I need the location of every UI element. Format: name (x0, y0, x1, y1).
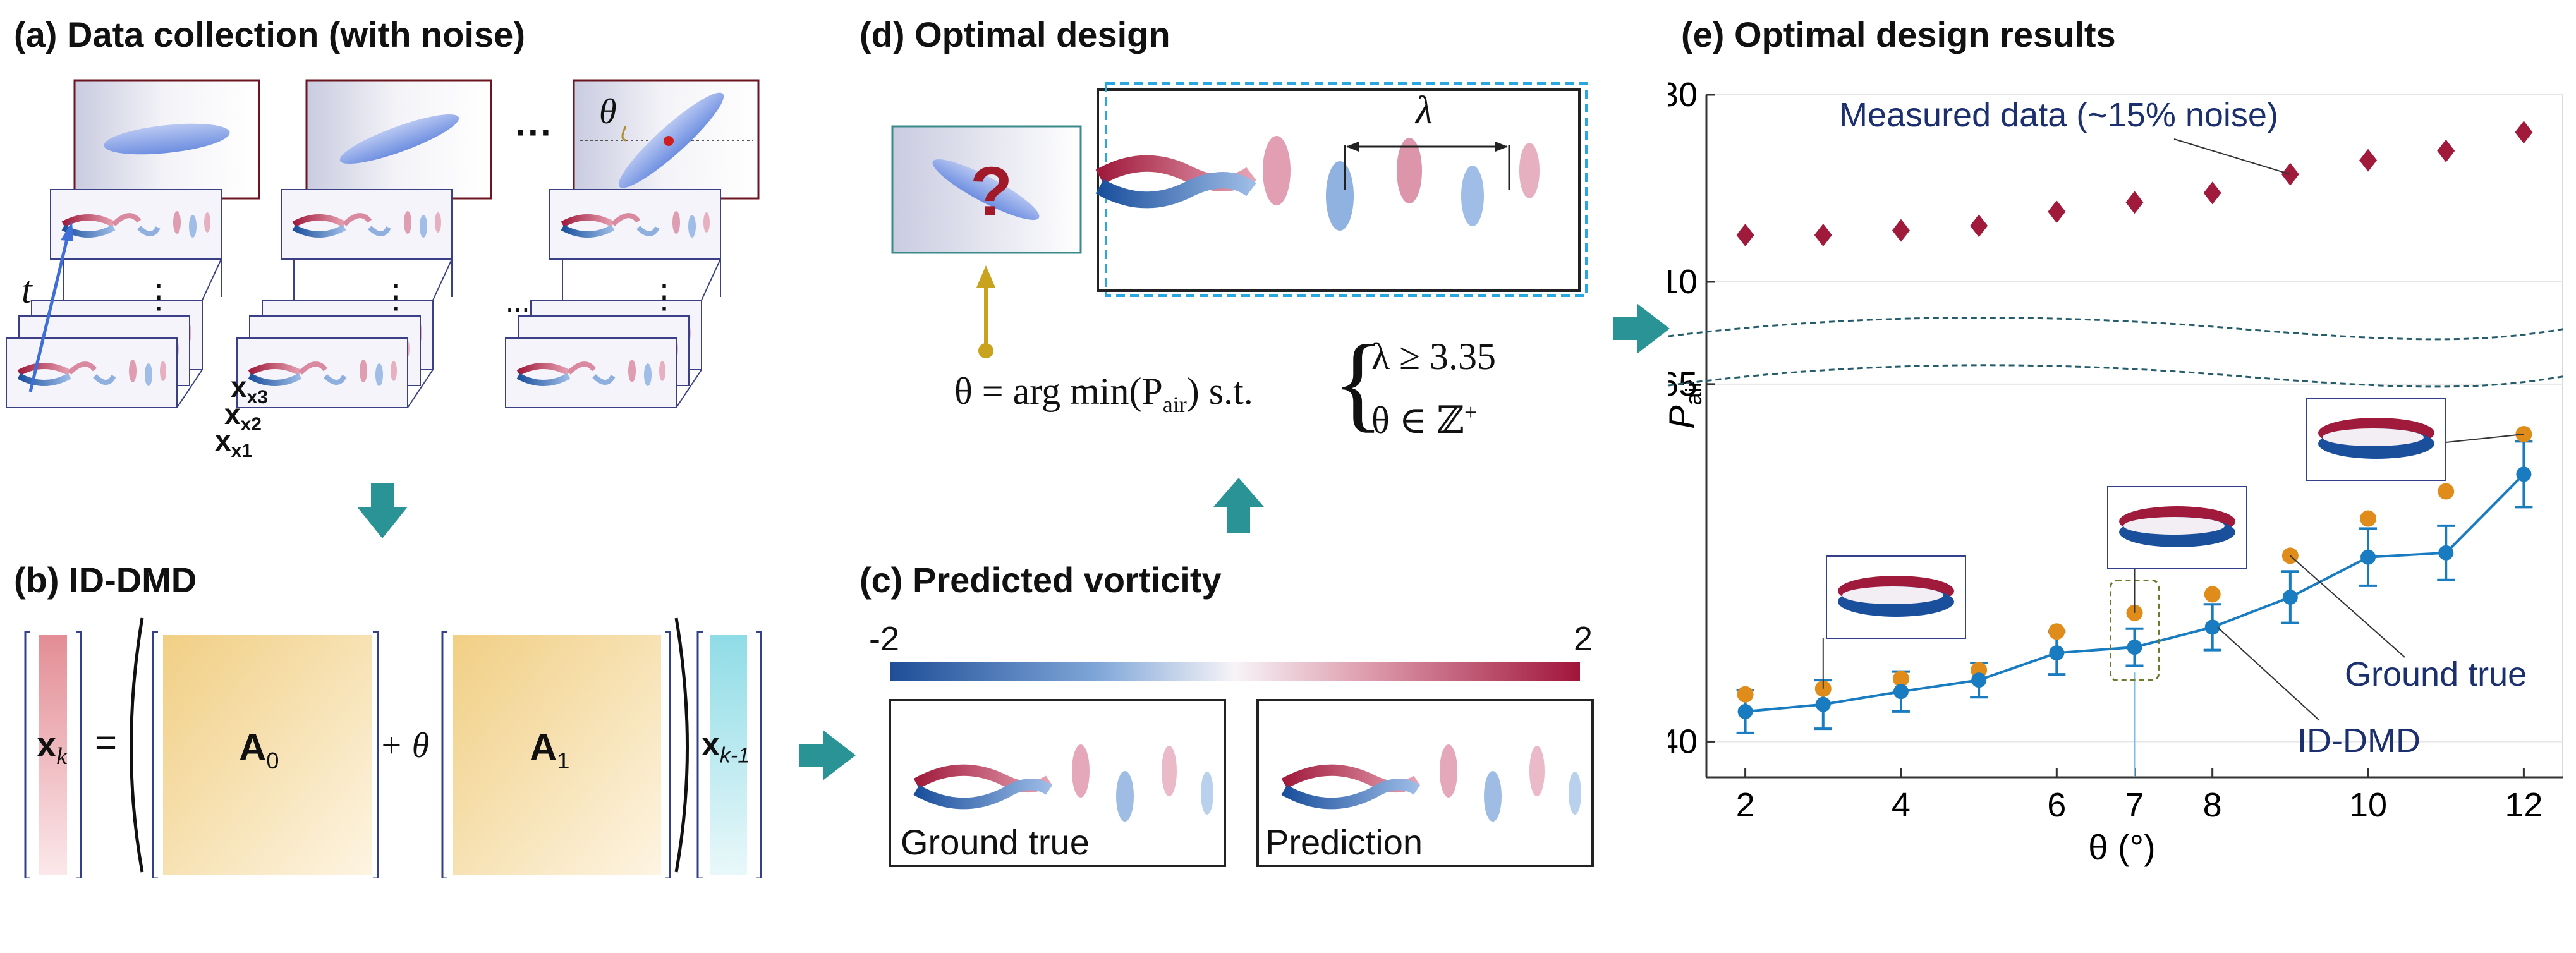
panel-b-figure (24, 617, 762, 878)
snapshot-stack-2 (237, 190, 452, 408)
y-tick-label: 330 (1668, 76, 1698, 114)
iddmd-point (2360, 549, 2376, 565)
annotation-iddmd-leader (2217, 626, 2320, 721)
ground-true-point (1892, 670, 1909, 687)
measured-point (2048, 200, 2066, 223)
snapshot-label-x3: xx3 (231, 370, 268, 408)
colorbar-min: -2 (869, 620, 900, 658)
axis-break-line-upper (1668, 317, 2566, 341)
x-tick-label: 4 (1892, 786, 1911, 824)
theta-label-a: θ (599, 92, 617, 131)
arrow-d-to-e (1613, 303, 1670, 354)
measured-point (1970, 214, 1988, 238)
measured-point (1736, 224, 1754, 246)
ellipsis-small: ... (506, 285, 530, 318)
x-tick-label: 7 (2125, 786, 2144, 824)
equals-sign: = (95, 721, 118, 763)
time-label: t (21, 269, 32, 311)
lambda-label: λ (1416, 89, 1433, 132)
inset-connector (2445, 434, 2524, 443)
iddmd-point (2127, 640, 2142, 655)
iddmd-point (1737, 703, 1753, 719)
formula-argmin: θ = arg min(Pair) s.t. (954, 370, 1253, 417)
constraint-2: θ ∈ ℤ+ (1371, 399, 1478, 441)
iddmd-point (1971, 672, 1987, 688)
panel-c-title: (c) Predicted vorticity (860, 560, 1222, 600)
x-tick-label: 12 (2505, 786, 2543, 824)
iddmd-point (1893, 684, 1909, 700)
axis-break-line-lower (1668, 364, 2566, 388)
plus-theta: + θ (379, 726, 430, 765)
measured-point (2359, 149, 2378, 172)
panel-a-title: (a) Data collection (with noise) (14, 15, 525, 54)
arrow-b-to-c (799, 730, 856, 780)
inset-theta-12-body (2323, 428, 2424, 446)
measured-point (1892, 219, 1910, 242)
panel-d-title: (d) Optimal design (860, 15, 1170, 54)
ground-true-point (2438, 483, 2455, 500)
measured-point (2281, 162, 2299, 186)
y-axis-label-sub: air (1680, 380, 1706, 405)
x-tick-label: 10 (2349, 786, 2387, 824)
x-tick-label: 8 (2203, 786, 2222, 824)
iddmd-point (2282, 589, 2298, 605)
x-axis-label: θ (°) (2088, 827, 2155, 867)
question-mark: ? (970, 153, 1013, 231)
axis-break-gap (1708, 341, 2561, 379)
vdots-2: ⋮ (379, 279, 412, 315)
iddmd-point (2516, 466, 2532, 482)
measured-point (2125, 191, 2144, 214)
iddmd-point (2049, 645, 2065, 661)
snapshot-stack-3 (506, 190, 720, 408)
label-prediction: Prediction (1265, 822, 1423, 862)
colorbar-max: 2 (1574, 620, 1593, 658)
xk1-label: xk-1 (702, 726, 750, 768)
annotation-iddmd: ID-DMD (2297, 722, 2421, 760)
measured-point (2515, 121, 2533, 144)
panel-a-figure (0, 79, 760, 480)
x-tick-label: 6 (2047, 786, 2066, 824)
constraint-1: λ ≥ 3.35 (1371, 336, 1497, 377)
measured-point (1814, 224, 1832, 246)
panel-e-title: (e) Optimal design results (1681, 15, 2116, 54)
arrow-a-to-b (357, 483, 408, 538)
iddmd-point (2204, 619, 2220, 635)
iddmd-point (1815, 696, 1831, 712)
ground-true-point (2515, 426, 2532, 443)
snapshot-label-x1: xx1 (215, 424, 252, 462)
inset-theta-7-body (2123, 517, 2225, 535)
vdots-1: ⋮ (142, 279, 175, 315)
annotation-ground-true: Ground true (2345, 655, 2527, 693)
annotation-measured-leader (2173, 138, 2291, 175)
x-tick-label: 2 (1736, 786, 1755, 824)
ground-true-point (2048, 623, 2065, 640)
panel-c-figure (889, 662, 1594, 867)
constraint-brace: { (1332, 323, 1384, 442)
A1-label: A1 (530, 726, 570, 774)
snapshot-label-x2: xx2 (224, 398, 262, 435)
A0-label: A0 (239, 726, 279, 774)
iddmd-point (2438, 545, 2454, 561)
y-tick-label: 140 (1668, 722, 1698, 760)
inset-theta-3-body (1842, 586, 1943, 604)
xk-label: xk (37, 724, 68, 770)
ground-true-point (2204, 586, 2221, 603)
ground-true-point (1737, 686, 1754, 703)
snapshot-stack-1 (6, 190, 221, 408)
chart-e: 330310165140246781012θ (°)PairMeasured d… (1668, 76, 2566, 867)
panel-d-figure (891, 82, 1588, 358)
ground-true-point (1814, 680, 1832, 697)
measured-point (2203, 181, 2221, 205)
arrow-c-to-d (1213, 478, 1264, 533)
panel-b-title: (b) ID-DMD (14, 560, 197, 600)
ground-true-point (2360, 510, 2377, 527)
measured-point (2437, 139, 2455, 162)
annotation-ground-leader (2290, 555, 2405, 658)
y-tick-label: 310 (1668, 263, 1698, 301)
label-ground-true: Ground true (901, 822, 1090, 862)
annotation-measured: Measured data (~15% noise) (1839, 96, 2278, 134)
ellipsis-horizontal: ··· (515, 111, 553, 154)
vdots-3: ⋮ (648, 279, 681, 315)
